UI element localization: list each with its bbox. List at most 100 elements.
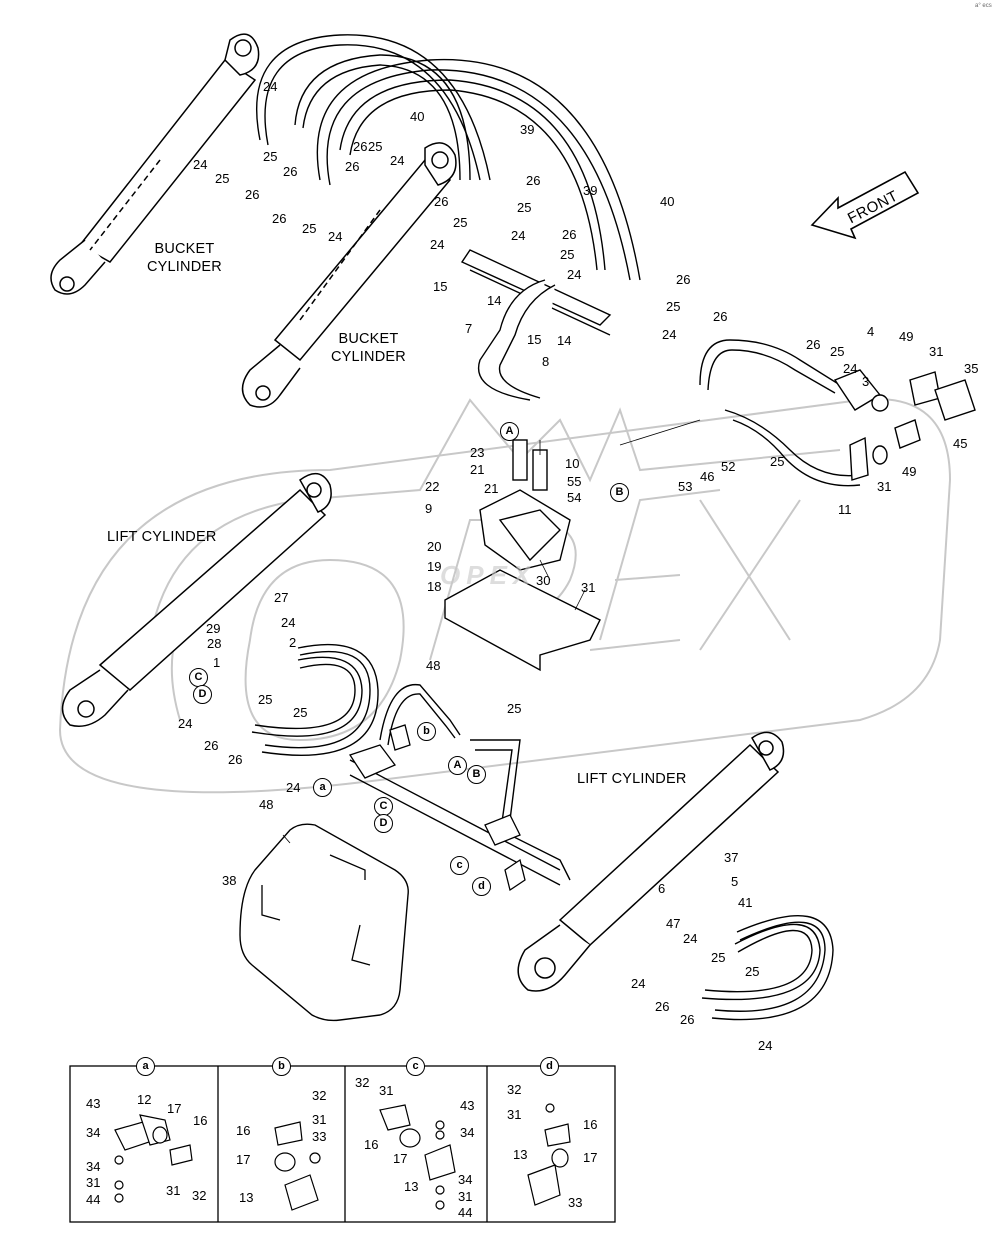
lift-cylinder-left [61, 472, 332, 727]
callout: 25 [302, 221, 317, 236]
inset-c-label: 43 [460, 1098, 475, 1113]
callout: 25 [293, 705, 308, 720]
callout: 24 [390, 153, 405, 168]
callout: 7 [465, 321, 473, 336]
inset-a-label: 34 [86, 1159, 101, 1174]
inset-c-label: 44 [458, 1205, 473, 1220]
callout: 25 [666, 299, 681, 314]
callout: 8 [542, 354, 550, 369]
callout: 15 [433, 279, 448, 294]
callout: 24 [281, 615, 296, 630]
lift-cylinder-right-title: LIFT CYLINDER [577, 771, 687, 787]
callout: 26 [676, 272, 691, 287]
callout: 24 [758, 1038, 773, 1053]
pipes-5-6 [349, 683, 571, 886]
ref-circle-D: D [374, 814, 393, 833]
callout: 27 [274, 590, 289, 605]
callout: 39 [520, 122, 535, 137]
callout: 23 [470, 445, 485, 460]
callout: 9 [425, 501, 433, 516]
callout: 25 [517, 200, 532, 215]
corner-mark: a° ecs [975, 3, 992, 9]
detail-inset-frame [69, 1065, 616, 1223]
inset-d-label: 13 [513, 1147, 528, 1162]
callout: 14 [487, 293, 502, 308]
ref-circle-B: B [610, 483, 629, 502]
inset-a-label: 43 [86, 1096, 101, 1111]
callout: 49 [899, 329, 914, 344]
lift-cylinder-left-title: LIFT CYLINDER [107, 529, 217, 545]
inset-c-parts [379, 1104, 456, 1210]
inset-c-label: 34 [460, 1125, 475, 1140]
callout: 39 [583, 183, 598, 198]
callout: 25 [258, 692, 273, 707]
callout: 4 [867, 324, 875, 339]
callout: 26 [272, 211, 287, 226]
inset-header-a: a [136, 1057, 155, 1076]
callout: 24 [178, 716, 193, 731]
upper-manifold [460, 249, 612, 401]
callout: 40 [660, 194, 675, 209]
inset-c-label: 16 [364, 1137, 379, 1152]
callout: 35 [964, 361, 979, 376]
callout: 21 [470, 462, 485, 477]
inset-d-parts [527, 1103, 571, 1206]
leader-lines [282, 419, 701, 844]
ref-circle-C: C [189, 668, 208, 687]
callout: 20 [427, 539, 442, 554]
callout: 24 [843, 361, 858, 376]
inset-b-label: 17 [236, 1152, 251, 1167]
callout: 19 [427, 559, 442, 574]
inset-a-parts [114, 1114, 193, 1203]
callout: 6 [658, 881, 666, 896]
callout: 31 [581, 580, 596, 595]
callout: 25 [453, 215, 468, 230]
callout: 24 [683, 931, 698, 946]
front-arrow [810, 170, 920, 240]
callout: 10 [565, 456, 580, 471]
callout: 25 [507, 701, 522, 716]
inset-d-label: 32 [507, 1082, 522, 1097]
ref-circle-d: d [472, 877, 491, 896]
callout: 29 [206, 621, 221, 636]
callout: 25 [770, 454, 785, 469]
callout: 24 [662, 327, 677, 342]
callout: 2 [289, 635, 297, 650]
ref-circle-a: a [313, 778, 332, 797]
callout: 26 [245, 187, 260, 202]
inset-c-label: 31 [458, 1189, 473, 1204]
callout: 26 [228, 752, 243, 767]
callout: 24 [511, 228, 526, 243]
hoses-lift-left [251, 643, 379, 756]
ref-circle-A: A [448, 756, 467, 775]
callout: 25 [263, 149, 278, 164]
callout: 25 [830, 344, 845, 359]
callout: 47 [666, 916, 681, 931]
inset-c-label: 32 [355, 1075, 370, 1090]
bucket-cylinder-right-title: BUCKET CYLINDER [331, 331, 406, 366]
callout: 26 [655, 999, 670, 1014]
callout: 18 [427, 579, 442, 594]
ref-circle-c: c [450, 856, 469, 875]
callout: 1 [213, 655, 221, 670]
inset-header-d: d [540, 1057, 559, 1076]
hoses-lift-right [701, 914, 834, 1021]
callout: 24 [328, 229, 343, 244]
inset-c-label: 13 [404, 1179, 419, 1194]
inset-a-label: 12 [137, 1092, 152, 1107]
mounting-plate [444, 569, 601, 672]
callout: 53 [678, 479, 693, 494]
callout: 31 [877, 479, 892, 494]
callout: 15 [527, 332, 542, 347]
watermark-graphic [58, 398, 952, 794]
callout: 24 [631, 976, 646, 991]
inset-a-label: 17 [167, 1101, 182, 1116]
callout: 24 [430, 237, 445, 252]
callout: 49 [902, 464, 917, 479]
callout: 5 [731, 874, 739, 889]
inset-b-parts [274, 1121, 321, 1211]
inset-a-label: 44 [86, 1192, 101, 1207]
callout: 28 [207, 636, 222, 651]
